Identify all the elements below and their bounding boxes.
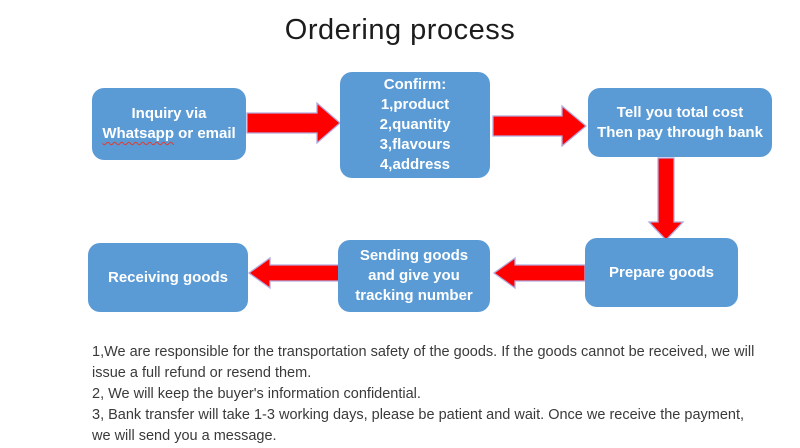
flow-box-prepare-goods: Prepare goods [585,238,738,307]
arrow-right-confirm-to-total [492,104,588,148]
total-cost-line-1: Tell you total cost [616,103,744,121]
inquiry-line-2-rest: or email [173,125,236,142]
sending-line-3: tracking number [355,287,473,304]
note-3: 3, Bank transfer will take 1-3 working d… [92,407,745,444]
prepare-goods-label: Prepare goods [608,263,715,281]
flow-box-sending-goods: Sending goods and give you tracking numb… [338,240,490,312]
note-2: 2, We will keep the buyer's information … [92,386,421,402]
note-1: 1,We are responsible for the transportat… [92,344,755,381]
sending-line-2: and give you [368,267,460,284]
arrow-left-sending-to-receiving [247,256,343,290]
confirm-line-3: 2,quantity [379,116,451,133]
page-title: Ordering process [284,14,516,46]
arrow-left-prepare-to-sending [492,256,586,290]
confirm-line-2: 1,product [380,96,450,113]
flow-box-receiving-goods: Receiving goods [88,243,248,312]
flow-box-inquiry: Inquiry via Whatsapp or email [92,88,246,160]
inquiry-line-2: Whatsapp or email [102,124,235,144]
flow-box-confirm: Confirm: 1,product 2,quantity 3,flavours… [340,72,490,178]
inquiry-line-1: Inquiry via [131,105,207,122]
arrow-right-inquiry-to-confirm [246,101,341,145]
sending-line-1: Sending goods [359,247,469,264]
confirm-line-1: Confirm: [383,76,447,93]
arrow-down-total-to-prepare [647,157,685,241]
confirm-line-4: 3,flavours [379,136,451,153]
inquiry-misspelled-word: Whatsapp [102,125,174,142]
flow-box-total-cost: Tell you total cost Then pay through ban… [588,88,772,157]
receiving-goods-label: Receiving goods [107,268,229,286]
total-cost-line-2: Then pay through bank [597,123,763,141]
confirm-line-5: 4,address [379,156,451,173]
footer-notes: 1,We are responsible for the transportat… [92,342,766,447]
